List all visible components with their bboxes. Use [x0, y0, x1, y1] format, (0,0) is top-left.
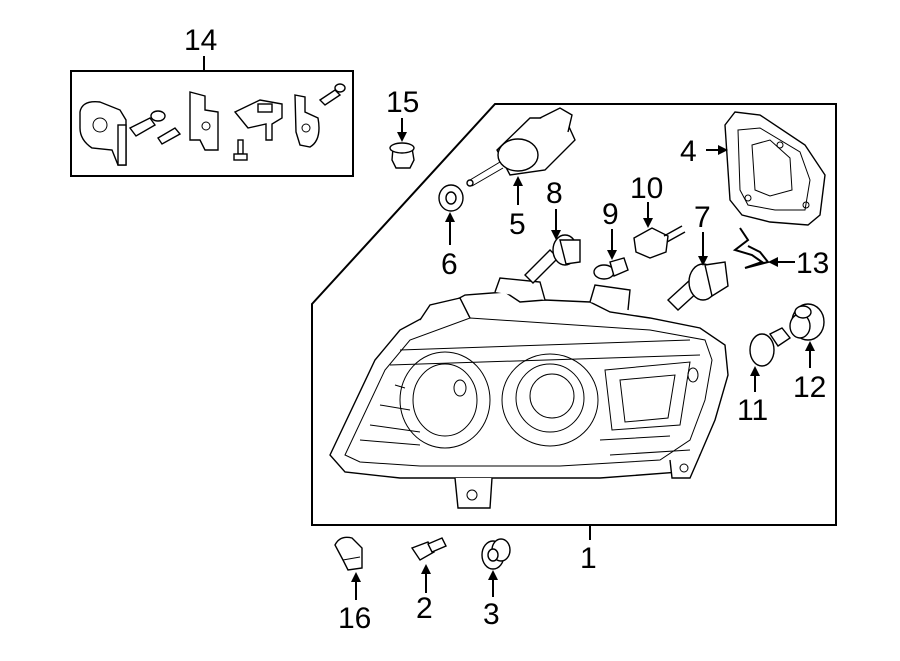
callout-14: 14 [184, 24, 217, 57]
bulb-socket-part [633, 225, 686, 259]
high-beam-bulb-part [524, 234, 581, 284]
callout-8: 8 [546, 177, 563, 210]
leader-lines [351, 118, 815, 600]
turn-signal-socket-part [789, 303, 825, 341]
headlamp-assembly [329, 277, 729, 509]
side-marker-bulb-part [593, 257, 629, 280]
callout-6: 6 [441, 248, 458, 281]
callout-12: 12 [793, 371, 826, 404]
plug-part [389, 142, 415, 169]
rear-cover-part [724, 111, 826, 226]
callout-1: 1 [580, 542, 597, 575]
callout-9: 9 [602, 198, 619, 231]
callout-5: 5 [509, 208, 526, 241]
callout-11: 11 [737, 394, 768, 427]
callout-16: 16 [338, 602, 371, 635]
callout-3: 3 [483, 598, 500, 631]
low-beam-bulb-part [666, 261, 729, 311]
leveling-motor-part [466, 107, 576, 187]
callout-7: 7 [694, 201, 711, 234]
seal-ring-part [438, 184, 464, 212]
grommet-part [481, 538, 511, 570]
bracket-kit-parts [79, 83, 346, 166]
turn-signal-bulb-part [749, 327, 792, 367]
callout-10: 10 [630, 172, 663, 205]
callout-2: 2 [416, 592, 433, 625]
hardware-kit-box [70, 70, 354, 177]
assembly-frame [311, 103, 837, 526]
callout-13: 13 [796, 247, 829, 280]
callout-15: 15 [386, 86, 419, 119]
retaining-clip-part [732, 227, 770, 269]
callout-4: 4 [680, 135, 697, 168]
callout-labels: 1 2 3 4 5 6 7 8 9 10 11 12 13 14 15 16 [184, 24, 829, 635]
connector-part [334, 536, 363, 571]
mounting-bolt-part [410, 537, 447, 561]
